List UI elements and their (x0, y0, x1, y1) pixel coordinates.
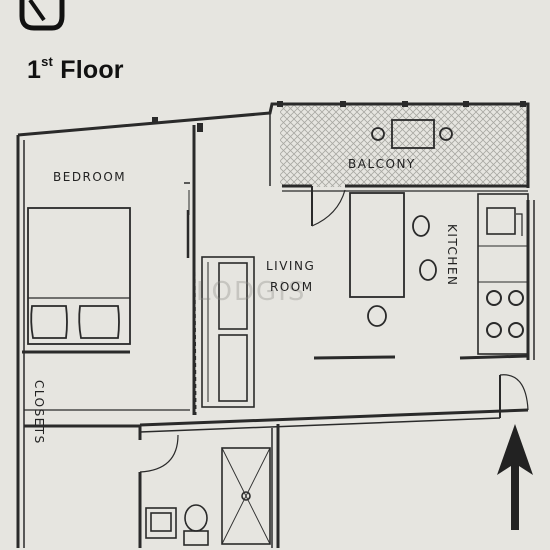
sink-icon (486, 207, 523, 236)
kitchen-counter (477, 193, 529, 355)
floor-title: 1st Floor (27, 53, 124, 85)
room-label-room: ROOM (270, 280, 314, 294)
wardrobe-unit (201, 256, 255, 408)
room-label-closets: CLOSETS (32, 380, 46, 445)
stove-icon (486, 290, 524, 338)
floor-suffix: st (41, 53, 54, 69)
room-label-living: LIVING (266, 259, 315, 273)
bathroom-sink-icon (145, 507, 177, 539)
compass-icon (19, 0, 65, 31)
watermark: LODGIS (196, 277, 306, 307)
toilet-icon (183, 504, 209, 546)
bed-icon (27, 207, 131, 345)
room-label-kitchen: KITCHEN (445, 224, 459, 287)
dining-table (349, 192, 437, 327)
floor-word: Floor (60, 56, 124, 84)
bedroom-sliding-door (184, 182, 190, 258)
shower-icon (221, 447, 271, 545)
balcony-wall (282, 184, 528, 227)
balcony-wall-markers (152, 101, 526, 132)
north-arrow-icon (497, 424, 533, 530)
balcony-table (371, 119, 453, 149)
room-label-bedroom: BEDROOM (53, 170, 126, 184)
room-label-balcony: BALCONY (348, 157, 416, 171)
balcony-area (280, 105, 528, 187)
interior-walls (22, 113, 529, 548)
floor-number: 1 (27, 56, 42, 84)
